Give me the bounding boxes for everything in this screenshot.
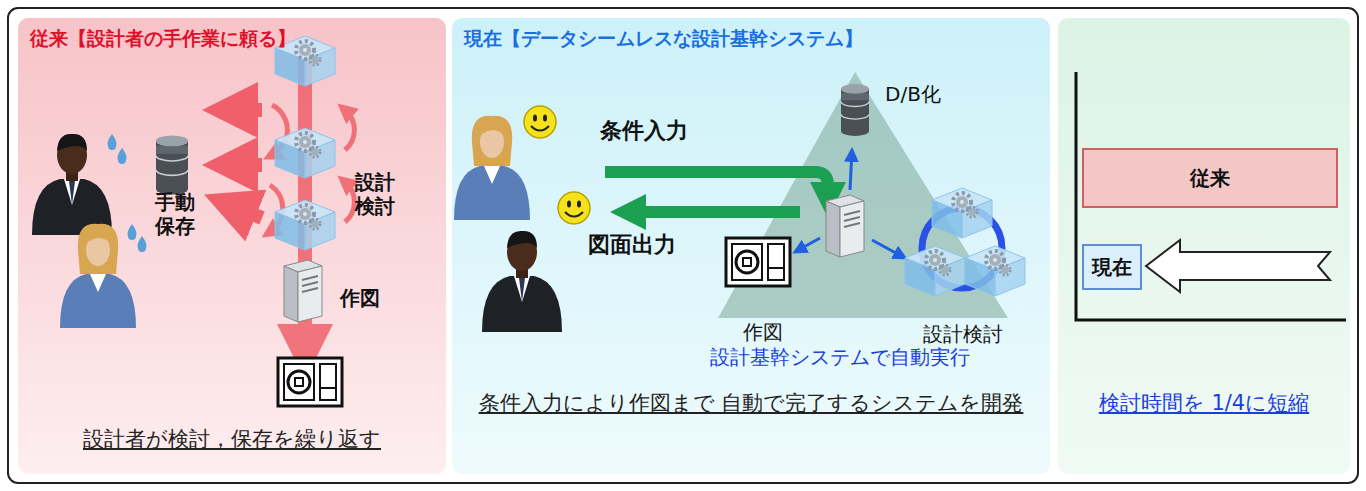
node-text: 設計者が検討，保存を繰り返す: [18, 426, 446, 453]
panel-current: 現在【データシームレスな設計基幹システム】条件入力により作図まで 自動で完了する…: [452, 18, 1050, 474]
panel-conventional: 従来【設計者の手作業に頼る】設計者が検討，保存を繰り返す: [18, 18, 446, 474]
node-text: 条件入力により作図まで 自動で完了するシステムを開発: [452, 390, 1050, 417]
node-text: 現在: [1092, 254, 1132, 280]
label: 図面出力: [588, 232, 708, 258]
label: D/B化: [885, 82, 965, 106]
node-text: 従来: [1190, 165, 1230, 191]
panel-heading: 現在【データシームレスな設計基幹システム】: [464, 26, 1034, 51]
label: 作図: [728, 320, 798, 344]
label: 設計検討: [898, 322, 1028, 346]
label: 作図: [340, 286, 400, 310]
panel-result: 検討時間を 1/4に短縮 従来現在: [1058, 18, 1350, 474]
label: 設計 検討: [350, 170, 400, 218]
label: 手動 保存: [150, 190, 200, 238]
panel-heading: 従来【設計者の手作業に頼る】: [30, 26, 430, 51]
node-text: 検討時間を 1/4に短縮: [1058, 390, 1350, 417]
label: 条件入力: [600, 118, 720, 144]
bar-conventional: 従来: [1082, 148, 1338, 208]
label: 設計基幹システムで自動実行: [640, 345, 1040, 369]
bar-current: 現在: [1082, 244, 1142, 290]
